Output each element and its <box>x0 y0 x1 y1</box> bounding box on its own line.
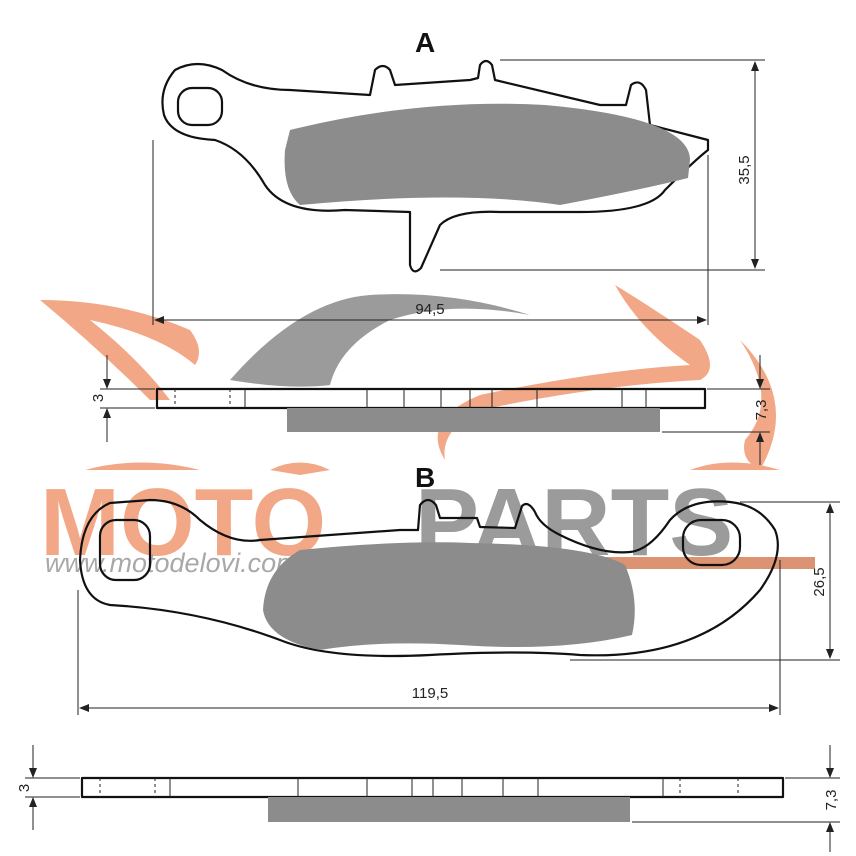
pad-b-backplate-dimension: 3 <box>16 784 33 792</box>
pad-a-side-view: 3 7,3 <box>90 355 770 465</box>
watermark-url: www.motodelovi.com <box>45 548 299 578</box>
pad-a-front-view: A 35,5 94,5 <box>152 27 765 325</box>
pad-b-front-view: B 26,5 119,5 <box>77 462 840 715</box>
pad-a-label: A <box>415 27 435 58</box>
pad-b-thickness-dimension: 7,3 <box>823 790 840 811</box>
pad-a-thickness-dimension: 7,3 <box>753 400 770 421</box>
pad-b-side-view: 3 7,3 <box>16 745 840 852</box>
pad-a-width-dimension: 94,5 <box>415 301 444 318</box>
pad-b-height-dimension: 26,5 <box>811 567 828 596</box>
pad-a-backplate-dimension: 3 <box>90 394 107 402</box>
pad-a-height-dimension: 35,5 <box>736 155 753 184</box>
pad-b-label: B <box>415 462 435 493</box>
pad-b-width-dimension: 119,5 <box>412 685 448 702</box>
